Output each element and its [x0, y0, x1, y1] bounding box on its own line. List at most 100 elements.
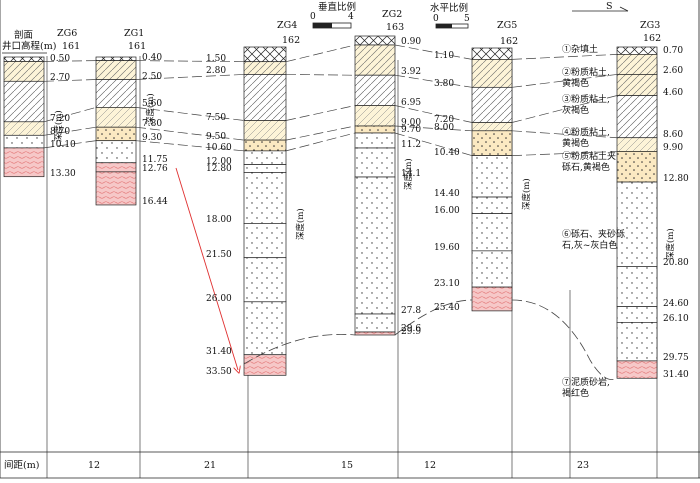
correlation-line: [43, 140, 97, 149]
layer-silt_yb2: [95, 107, 137, 128]
layer-silt_gb: [243, 74, 287, 121]
spacing-value: 21: [203, 460, 217, 471]
borehole-elevation: 163: [386, 22, 405, 33]
vertical-scale-bar-fill: [313, 23, 332, 28]
horizontal-scale-bar-fill: [436, 24, 452, 28]
legend-item-silt_yb: ②粉质粘土,: [562, 68, 610, 78]
layer-silt_gb: [471, 86, 513, 123]
layer-mud: [243, 354, 287, 376]
depth-value: 13.30: [50, 168, 76, 179]
legend-item-silt_yb: 黄褐色: [562, 79, 590, 89]
correlation-line: [511, 95, 618, 123]
depth-axis-label: 深度(m): [404, 158, 414, 190]
legend-item-gravel: ⑥砾石、夹砂砾: [562, 230, 626, 240]
layer-gravel: [471, 250, 513, 288]
layer-fill: [616, 46, 658, 55]
layer-gravel: [95, 140, 137, 164]
depth-value: 0.40: [142, 52, 163, 63]
legend-item-silt_yb2: ④粉质粘土,: [562, 128, 610, 138]
correlation-line: [43, 79, 97, 82]
correlation-line: [285, 74, 356, 76]
legend-item-mud: ⑦泥质砂岩,: [562, 378, 610, 388]
depth-value: 29.75: [663, 352, 689, 363]
depth-value: 25.40: [434, 302, 460, 313]
legend-item-gravel: 石,灰~灰白色: [562, 241, 618, 251]
layer-gravel: [243, 257, 287, 303]
layer-gravel: [616, 306, 658, 323]
depth-value: 0.50: [50, 53, 71, 64]
depth-value: 2.60: [663, 66, 684, 77]
layer-fill: [354, 35, 396, 46]
depth-value: 0.70: [663, 46, 684, 57]
layer-silt_yb2: [243, 120, 287, 141]
legend-item-silt_yb2: 黄褐色: [562, 139, 590, 149]
depth-value: 23.10: [434, 279, 460, 290]
layer-gravel: [243, 223, 287, 259]
correlation-line: [511, 74, 618, 88]
vertical-scale-tick-1: 4: [348, 12, 354, 22]
layer-gravel: [616, 181, 658, 267]
correlation-line: [285, 105, 356, 121]
depth-value: 8.70: [50, 127, 71, 138]
depth-value: 16.44: [142, 196, 168, 207]
depth-value: 24.60: [663, 298, 689, 309]
correlation-line: [285, 132, 356, 152]
layer-silt_yb2: [3, 121, 45, 136]
correlation-line: [394, 74, 473, 88]
depth-axis-label: 深度(m): [522, 178, 532, 210]
spacing-value: 15: [340, 460, 354, 471]
legend-item-silt_gb: ③粉质粘土,: [562, 95, 610, 105]
layer-mud: [95, 171, 137, 206]
depth-value: 3.92: [401, 67, 422, 78]
depth-value: 6.95: [401, 97, 422, 108]
depth-value: 1.50: [206, 53, 227, 64]
layer-silt_gb: [95, 79, 137, 108]
correlation-line: [135, 126, 245, 141]
depth-value: 9.00: [401, 118, 422, 128]
depth-value: 16.00: [434, 205, 460, 216]
layer-silt_gb: [3, 80, 45, 123]
correlation-line: [285, 44, 356, 63]
depth-value: 9.30: [142, 132, 163, 143]
spacing-value: 12: [423, 460, 437, 471]
depth-value: 29.6: [401, 324, 422, 334]
depth-value: 26.00: [206, 293, 232, 304]
elevation-header: 井口高程(m): [2, 41, 57, 52]
layer-fill: [243, 46, 287, 63]
depth-value: 7.20: [50, 113, 71, 124]
depth-value: 9.50: [206, 132, 227, 143]
correlation-line: [135, 60, 245, 63]
depth-axis-label: 深度(m): [146, 93, 156, 125]
borehole-elevation: 162: [500, 36, 519, 47]
layer-gravel: [243, 301, 287, 356]
correlation-line: [394, 105, 473, 123]
layer-gravel: [616, 322, 658, 362]
layer-silt_yb: [3, 61, 45, 82]
layer-gravel: [471, 155, 513, 198]
depth-value: 14.40: [434, 189, 460, 200]
depth-value: 21.50: [206, 249, 232, 260]
correlation-line: [43, 107, 97, 123]
depth-value: 8.00: [434, 122, 455, 133]
legend-item-mud: 褐红色: [562, 389, 590, 399]
depth-value: 0.90: [401, 37, 422, 47]
depth-value: 12.80: [206, 164, 232, 175]
layer-mud: [354, 331, 396, 336]
depth-value: 9.90: [663, 143, 684, 154]
depth-value: 1.10: [434, 51, 455, 62]
spacing-header: 间距(m): [4, 460, 40, 471]
depth-value: 18.00: [206, 215, 232, 226]
layer-gravelsilt: [95, 126, 137, 142]
depth-value: 31.40: [663, 370, 689, 381]
layer-silt_yb2: [471, 122, 513, 132]
borehole-id: ZG2: [382, 9, 403, 20]
layer-gravelsilt: [243, 139, 287, 152]
layer-gravelsilt: [471, 130, 513, 156]
correlation-line: [511, 54, 618, 60]
layer-mud: [616, 360, 658, 379]
spacing-value: 23: [576, 460, 590, 471]
depth-value: 7.50: [206, 112, 227, 123]
layer-gravel: [616, 266, 658, 307]
